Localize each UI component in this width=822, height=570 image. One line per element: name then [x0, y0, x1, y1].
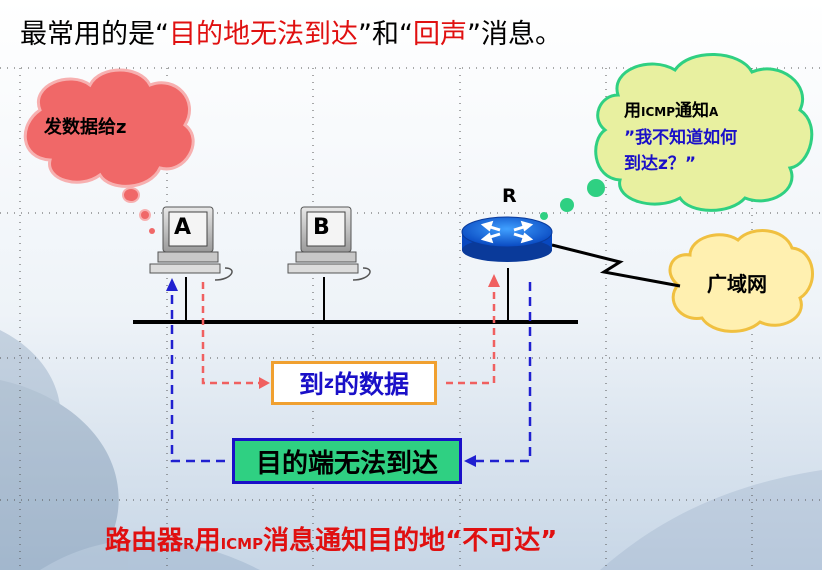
data-path-arrow: [201, 282, 496, 385]
router-icon: [461, 216, 553, 262]
host-a-label: A: [174, 215, 192, 240]
bottom-caption: 路由器R用ICMP消息通知目的地“不可达”: [105, 526, 558, 556]
computer-a-icon: [149, 206, 233, 281]
router-cloud-label: 用ICMP通知A ”我不知道如何 到达z？”: [624, 98, 737, 177]
title-text-2: ”和“: [358, 19, 413, 50]
background-decoration: [0, 330, 822, 570]
computer-b-icon: [287, 206, 371, 281]
router-label: R: [502, 185, 517, 207]
left-cloud-label: 发数据给z: [44, 117, 127, 138]
data-arrowhead-router: [488, 274, 500, 287]
wan-label: 广域网: [707, 272, 767, 296]
icmp-arrowhead-host-a: [166, 278, 178, 291]
title-highlight-unreachable: 目的地无法到达: [169, 19, 358, 50]
slide-title: 最常用的是“目的地无法到达”和“回声”消息。: [20, 12, 562, 51]
data-arrowhead-box: [259, 377, 270, 389]
wan-cloud: [668, 229, 814, 333]
wan-link: [551, 243, 681, 288]
router-cloud-line-3: 到达z？”: [624, 154, 697, 174]
destination-unreachable-box: 目的端无法到达: [232, 438, 462, 484]
title-text-1: 最常用的是“: [20, 19, 169, 50]
icmp-arrowhead-box: [464, 455, 476, 467]
icmp-path-arrow: [170, 282, 532, 463]
title-highlight-echo: 回声: [412, 19, 467, 50]
router-cloud-line-1: 用ICMP通知A: [624, 101, 719, 121]
router-cloud-line-2: ”我不知道如何: [624, 128, 738, 148]
router-thought-cloud: [540, 53, 814, 220]
left-thought-cloud: [23, 68, 195, 234]
title-text-3: ”消息。: [466, 19, 562, 50]
host-b-label: B: [313, 215, 330, 240]
